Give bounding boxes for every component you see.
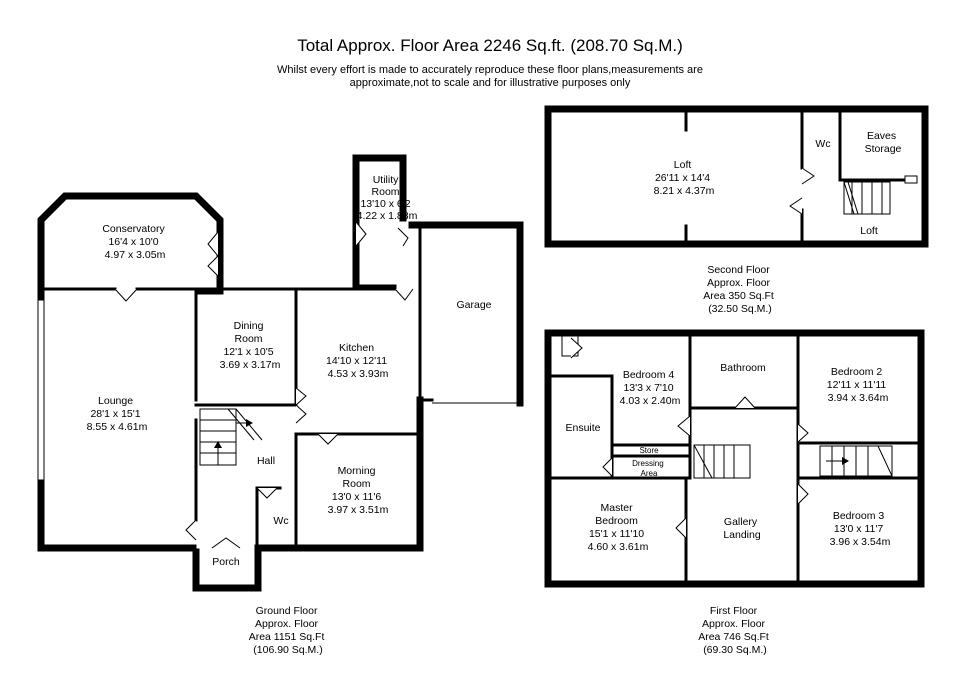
second-floor-outer-wall: [544, 105, 929, 248]
dining-room-label: Dining Room 12'1 x 10'5 3.69 x 3.17m: [220, 320, 281, 371]
ground-wc-label: Wc: [273, 515, 288, 527]
ground-floor-caption: Ground Floor Approx. Floor Area 1151 Sq.…: [249, 605, 328, 656]
kitchen-label: Kitchen 14'10 x 12'11 4.53 x 3.93m: [326, 342, 390, 380]
store-label: Store: [639, 446, 659, 455]
ground-floor-outer-wall: [37, 192, 224, 552]
loft-main-label: Loft 26'11 x 14'4 8.21 x 4.37m: [654, 159, 715, 197]
lounge-label: Lounge 28'1 x 15'1 8.55 x 4.61m: [87, 395, 148, 433]
first-floor-plan: Bedroom 4 13'3 x 7'10 4.03 x 2.40m Bathr…: [544, 329, 925, 656]
ground-floor-doors: [114, 221, 414, 549]
first-floor-doors: [602, 396, 809, 539]
bedroom-4-label: Bedroom 4 13'3 x 7'10 4.03 x 2.40m: [620, 369, 681, 407]
first-floor-caption: First Floor Approx. Floor Area 746 Sq.Ft…: [698, 605, 772, 656]
porch-label: Porch: [212, 556, 240, 568]
loft-staircase: [843, 181, 891, 215]
conservatory-label: Conservatory 16'4 x 10'0 4.97 x 3.05m: [102, 223, 167, 261]
disclaimer-line-1: Whilst every effort is made to accuratel…: [277, 64, 703, 76]
disclaimer-line-2: approximate,not to scale and for illustr…: [350, 77, 631, 89]
utility-room-label: Utility Room 13'10 x 6'2 4.22 x 1.88m: [357, 174, 418, 222]
bedroom-3-label: Bedroom 3 13'0 x 11'7 3.96 x 3.54m: [830, 510, 891, 548]
second-floor-plan: Loft 26'11 x 14'4 8.21 x 4.37m Wc Eaves …: [544, 105, 929, 315]
bathroom-label: Bathroom: [720, 362, 766, 374]
bedroom-2-label: Bedroom 2 12'11 x 11'11 3.94 x 3.64m: [827, 366, 889, 404]
dressing-area-label: Dressing Area: [632, 459, 666, 478]
gallery-landing-label: Gallery Landing: [723, 516, 761, 541]
loft-wc-label: Wc: [815, 138, 830, 150]
ground-floor-outer-wall-right: [254, 396, 424, 552]
ground-floor-plan: Conservatory 16'4 x 10'0 4.97 x 3.05m Ut…: [37, 154, 524, 656]
eaves-storage-label: Eaves Storage: [865, 130, 902, 155]
total-floor-area-title: Total Approx. Floor Area 2246 Sq.ft. (20…: [297, 36, 683, 55]
loft-small-label: Loft: [860, 225, 878, 237]
ground-floor-staircase: [199, 408, 263, 466]
garage-wall: [408, 221, 524, 407]
morning-room-label: Morning Room 13'0 x 11'6 3.97 x 3.51m: [328, 465, 389, 516]
second-floor-caption: Second Floor Approx. Floor Area 350 Sq.F…: [703, 264, 777, 315]
first-floor-outer-wall: [544, 329, 925, 588]
first-floor-staircase: [693, 444, 893, 479]
ensuite-label: Ensuite: [565, 422, 600, 434]
garage-label: Garage: [456, 299, 491, 311]
hall-label: Hall: [257, 455, 275, 467]
master-bedroom-label: Master Bedroom 15'1 x 11'10 4.60 x 3.61m: [588, 502, 649, 553]
